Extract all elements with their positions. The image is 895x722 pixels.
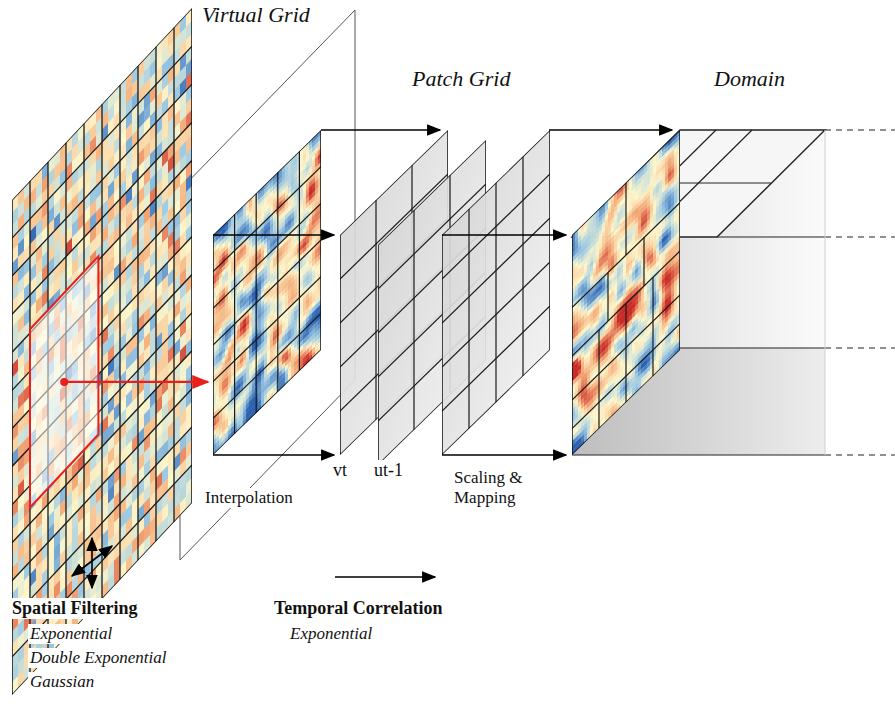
grid-line	[644, 130, 752, 237]
grid-lines	[12, 8, 192, 695]
plane-stack	[213, 130, 680, 465]
grid-line	[608, 130, 716, 237]
heatmap	[213, 130, 321, 455]
dashed-edge	[825, 129, 895, 130]
plane-outline	[180, 10, 355, 560]
domain-edge	[825, 130, 826, 455]
domain-volume	[572, 130, 895, 455]
grid-line	[137, 66, 138, 561]
heatmap-cell	[186, 490, 192, 511]
dashed-edge	[825, 347, 895, 348]
grid-line	[12, 122, 192, 314]
virtual-grid	[12, 7, 192, 696]
grid-line	[12, 84, 192, 276]
domain-top	[572, 130, 825, 237]
dashed-edge	[825, 454, 895, 455]
grid-line	[12, 46, 192, 238]
virtual-grid-plane	[12, 8, 192, 695]
domain-edge	[572, 454, 825, 455]
dashed-edge	[825, 236, 895, 237]
grid-line	[101, 104, 102, 599]
domain-shadow	[572, 348, 825, 455]
interpolated-grid	[213, 130, 321, 455]
heatmap-cell	[12, 675, 18, 695]
grid-line	[119, 85, 120, 580]
plane-border	[12, 8, 192, 695]
heatmap	[12, 8, 192, 695]
domain-edge	[680, 347, 825, 348]
grid-line	[155, 46, 156, 541]
grid-line	[173, 27, 174, 522]
virtual-plane	[180, 10, 355, 560]
domain-edge	[717, 236, 825, 237]
